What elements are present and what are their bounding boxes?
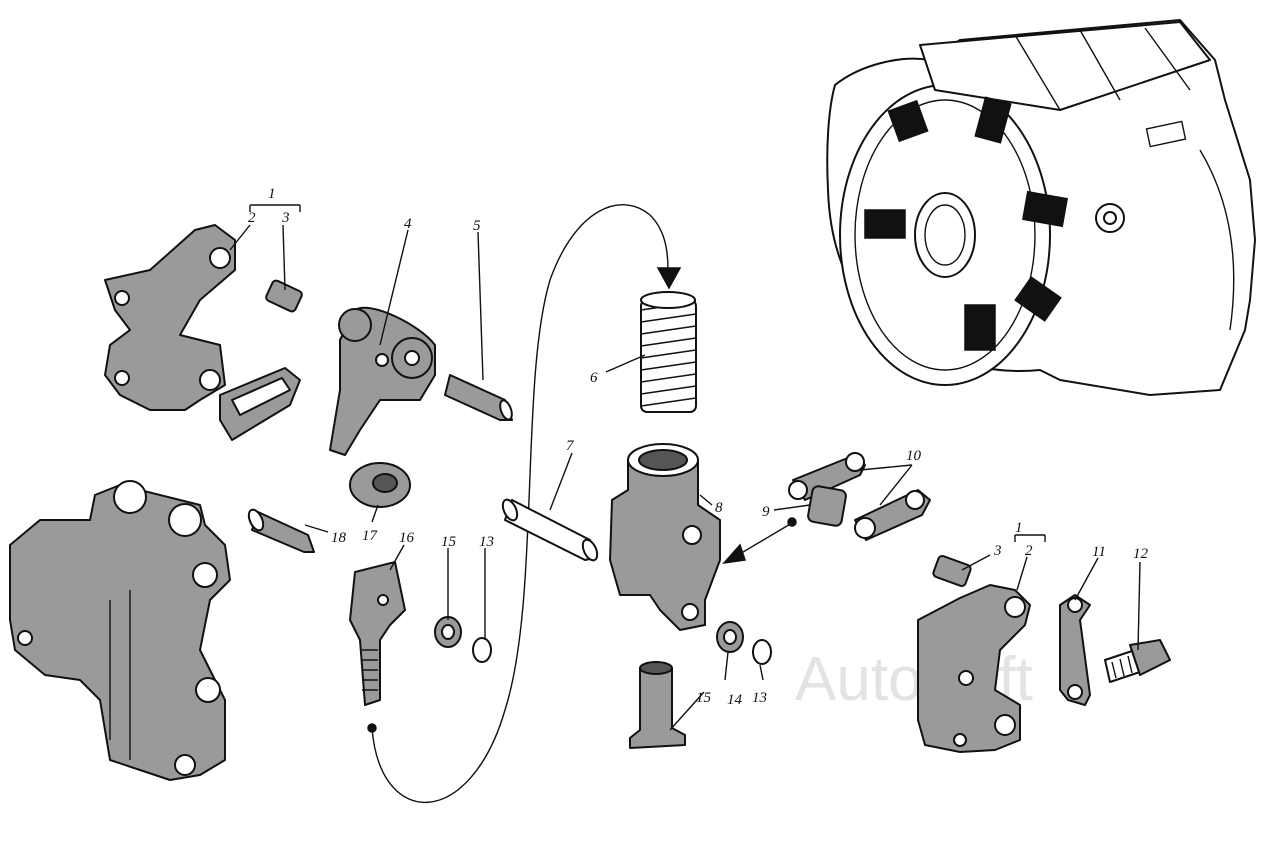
assembly-path-line: [371, 204, 669, 803]
snap-ring-13-upper: [472, 637, 492, 663]
spring-6: [640, 291, 697, 413]
callout-8: 8: [715, 500, 723, 516]
callout-16: 16: [399, 530, 415, 546]
leader-lines: [229, 204, 1141, 731]
callout-11: 11: [1092, 544, 1106, 560]
bracket-right: [917, 584, 1031, 753]
callout-9: 9: [762, 504, 770, 520]
callout-2-upper: 2: [248, 210, 256, 226]
bushing-9: [807, 485, 847, 527]
callout-15-lower: 15: [696, 690, 712, 706]
spacer-plate: [219, 367, 301, 441]
callout-12: 12: [1133, 546, 1149, 562]
callout-14: 14: [727, 692, 743, 708]
pin-18: [247, 508, 315, 553]
leader-dot-9: [787, 517, 797, 527]
callout-13-upper: 13: [479, 534, 494, 550]
fork-8: [609, 443, 721, 631]
callout-4: 4: [404, 216, 412, 232]
callout-1-right: 1: [1015, 520, 1023, 536]
pin-5: [444, 374, 513, 421]
callout-17: 17: [362, 528, 379, 544]
bracket-upper-left: [104, 224, 236, 411]
arrow-head-spring: [656, 267, 682, 290]
callout-15-upper: 15: [441, 534, 457, 550]
callout-18: 18: [331, 530, 347, 546]
arrow-head-fork: [722, 543, 746, 565]
snap-ring-13-lower: [752, 639, 772, 665]
roller-17: [349, 462, 411, 508]
callout-3-upper: 3: [281, 210, 290, 226]
washer-15-lower: [716, 621, 744, 653]
leader-dot-lower: [367, 723, 377, 733]
callout-1-upper: 1: [268, 186, 276, 202]
callout-5: 5: [473, 218, 481, 234]
link-10-lower: [854, 489, 931, 541]
callout-6: 6: [590, 370, 598, 386]
callout-labels: 1 2 3 4 5 6 7 8 9 10 1 2 3 11 12 13 15 1…: [248, 186, 1149, 708]
bushing-3-right: [932, 554, 972, 588]
callout-7: 7: [566, 438, 575, 454]
lock-plate-11: [1059, 594, 1091, 706]
clutch-housing: [826, 19, 1256, 396]
callout-3-right: 3: [993, 543, 1002, 559]
lever-4: [329, 306, 436, 456]
callout-13-lower: 13: [752, 690, 767, 706]
pin-7: [501, 498, 599, 562]
bushing-3-upper: [265, 279, 303, 313]
callout-10: 10: [906, 448, 922, 464]
washer-15-upper: [434, 616, 462, 648]
bushing-14: [629, 661, 686, 749]
bracket-assembly: [9, 480, 231, 781]
bolt-12: [1104, 639, 1171, 683]
bolt-16: [349, 561, 406, 706]
leader-arrow-line: [737, 522, 793, 556]
callout-2-right: 2: [1025, 543, 1033, 559]
